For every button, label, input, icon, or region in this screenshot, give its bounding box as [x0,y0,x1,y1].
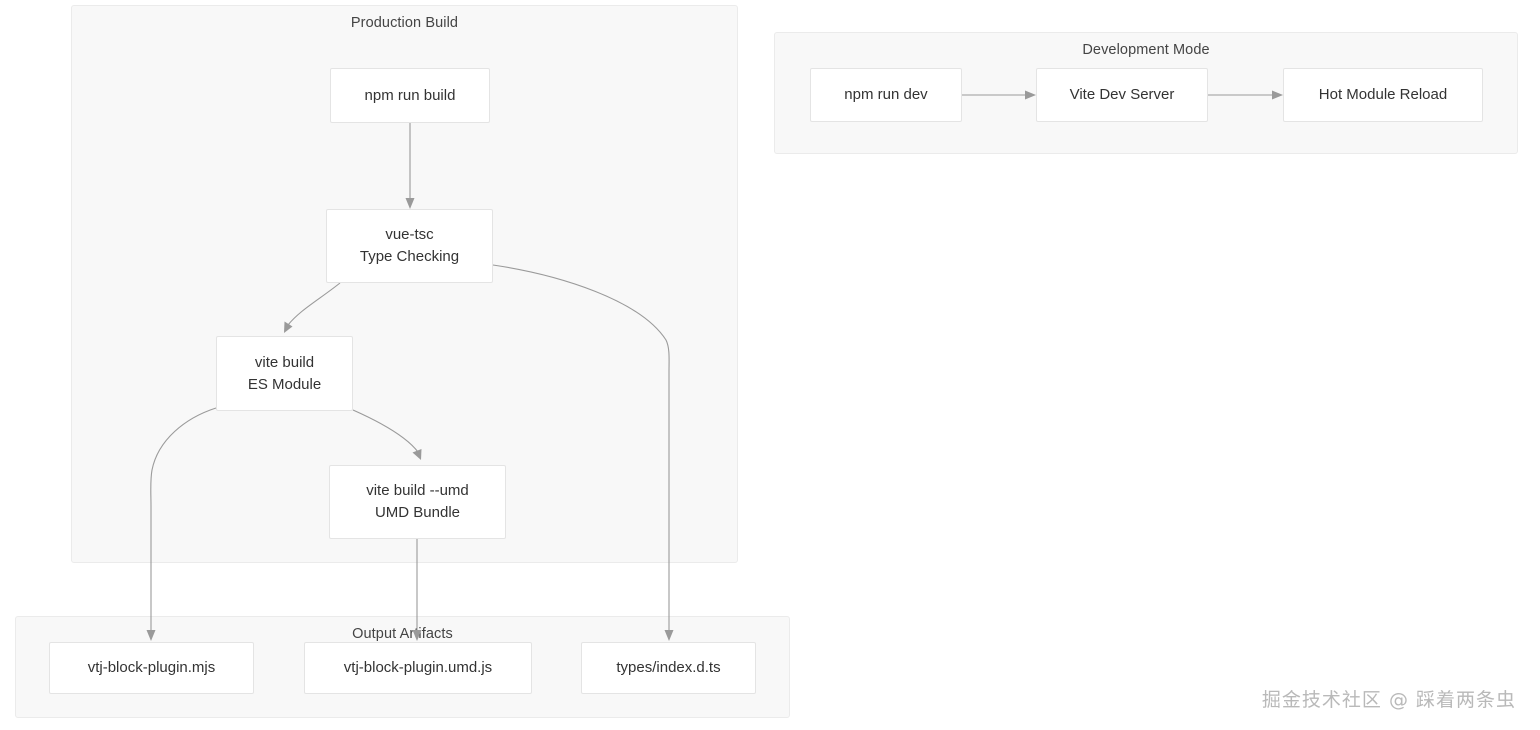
node-vite-build-es-module-label-line1: vite build [254,353,315,371]
node-vite-build-umd-label-line1: vite build --umd [366,482,469,499]
node-vue-tsc[interactable]: vue-tsc Type Checking [326,209,493,283]
node-vite-build-es-module-label-line2: ES Module [247,375,322,393]
node-vite-build-es-module[interactable]: vite build ES Module [216,336,353,411]
node-artifact-umd-js[interactable]: vtj-block-plugin.umd.js [304,642,532,694]
node-artifact-types-index-dts[interactable]: types/index.d.ts [581,642,756,694]
node-vite-dev-server[interactable]: Vite Dev Server [1036,68,1208,122]
node-npm-run-dev[interactable]: npm run dev [810,68,962,122]
cluster-development-mode-label: Development Mode [1082,42,1210,58]
node-vite-build-umd[interactable]: vite build --umd UMD Bundle [329,465,506,539]
cluster-production-build-label: Production Build [350,15,459,31]
node-vite-build-umd-label-line2: UMD Bundle [374,504,461,521]
node-hot-module-reload-label: Hot Module Reload [1318,86,1448,103]
node-vite-dev-server-label: Vite Dev Server [1069,86,1175,103]
node-npm-run-dev-label: npm run dev [844,86,928,103]
node-hot-module-reload[interactable]: Hot Module Reload [1283,68,1483,122]
node-artifact-umd-js-label: vtj-block-plugin.umd.js [343,659,493,676]
node-vue-tsc-label-line1: vue-tsc [385,226,434,243]
node-artifact-mjs[interactable]: vtj-block-plugin.mjs [49,642,254,694]
node-npm-run-build-label: npm run build [364,86,456,104]
node-artifact-mjs-label: vtj-block-plugin.mjs [87,659,216,676]
node-npm-run-build[interactable]: npm run build [330,68,490,123]
cluster-output-artifacts-label: Output Artifacts [352,626,453,642]
node-vue-tsc-label-line2: Type Checking [359,248,460,265]
node-artifact-types-index-dts-label: types/index.d.ts [616,659,721,676]
watermark-text: 掘金技术社区 @ 踩着两条虫 [1261,689,1516,711]
